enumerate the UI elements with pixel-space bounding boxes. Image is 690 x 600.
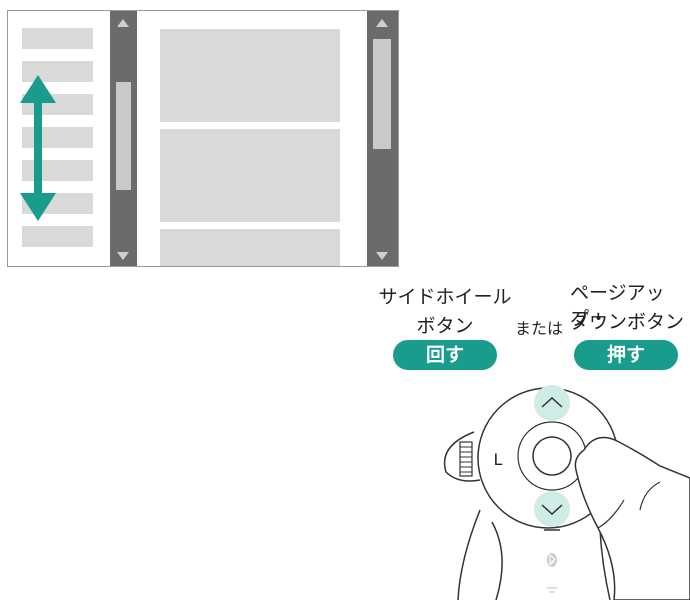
finger-icon	[574, 436, 690, 600]
page-block	[160, 229, 340, 266]
page-button-label-line1: ページアップ・	[570, 282, 665, 330]
scroll-up-icon[interactable]	[117, 19, 129, 27]
press-badge: 押す	[574, 340, 678, 370]
side-wheel-label-line1: サイドホイール	[378, 286, 512, 308]
bluetooth-icon	[547, 553, 557, 567]
scroll-direction-arrow	[20, 75, 56, 221]
chevron-up-icon	[541, 396, 563, 408]
list-item	[22, 61, 93, 82]
scroll-thumb[interactable]	[373, 39, 391, 149]
list-item	[22, 226, 93, 247]
scroll-down-icon[interactable]	[376, 252, 388, 260]
device-illustration	[443, 385, 690, 600]
left-scrollbar[interactable]	[110, 11, 137, 266]
side-label: L	[493, 450, 503, 469]
right-scrollbar[interactable]	[367, 11, 398, 266]
side-wheel	[459, 441, 473, 477]
page-block	[160, 29, 340, 122]
rotate-badge: 回す	[393, 340, 497, 370]
scroll-up-icon[interactable]	[376, 19, 388, 27]
page-block	[160, 129, 340, 222]
chevron-down-icon	[541, 504, 563, 516]
page-button-label-line2: ダウンボタン	[570, 311, 685, 333]
list-item	[22, 28, 93, 49]
side-wheel-label-line2: ボタン	[416, 315, 474, 337]
scroll-thumb[interactable]	[116, 82, 131, 190]
scroll-down-icon[interactable]	[117, 252, 129, 260]
or-connector: または	[514, 319, 563, 338]
screen-mockup	[7, 10, 399, 267]
